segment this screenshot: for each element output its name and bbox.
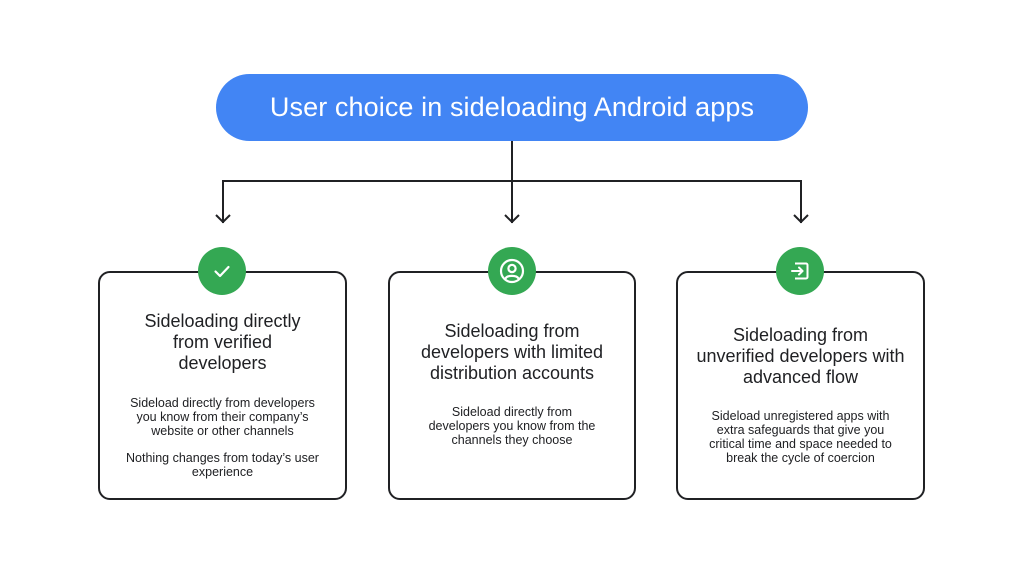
card-verified-developers: Sideloading directly from verified devel… (98, 271, 347, 500)
card-unverified-developers: Sideloading from unverified developers w… (676, 271, 925, 500)
card-description: Sideload directly from developers you kn… (130, 396, 315, 438)
card-title: Sideloading directly from verified devel… (144, 311, 301, 373)
account-circle-icon (488, 247, 536, 295)
card-title: Sideloading from unverified developers w… (696, 325, 905, 387)
card-content: Sideloading directly from verified devel… (100, 311, 345, 479)
card-description: Sideload unregistered apps with extra sa… (709, 409, 892, 465)
arrowhead-left (215, 214, 231, 224)
card-title: Sideloading from developers with limited… (420, 321, 604, 383)
check-icon (198, 247, 246, 295)
card-content: Sideloading from unverified developers w… (678, 325, 923, 465)
diagram-title: User choice in sideloading Android apps (269, 92, 755, 122)
card-description: Nothing changes from today’s user experi… (126, 451, 319, 479)
card-description: Sideload directly from developers you kn… (428, 405, 596, 447)
card-limited-distribution: Sideloading from developers with limited… (388, 271, 636, 500)
card-content: Sideloading from developers with limited… (390, 321, 634, 447)
arrowhead-right (793, 214, 809, 224)
arrowhead-center (504, 214, 520, 224)
title-pill: User choice in sideloading Android apps (216, 74, 808, 141)
login-arrow-icon (776, 247, 824, 295)
